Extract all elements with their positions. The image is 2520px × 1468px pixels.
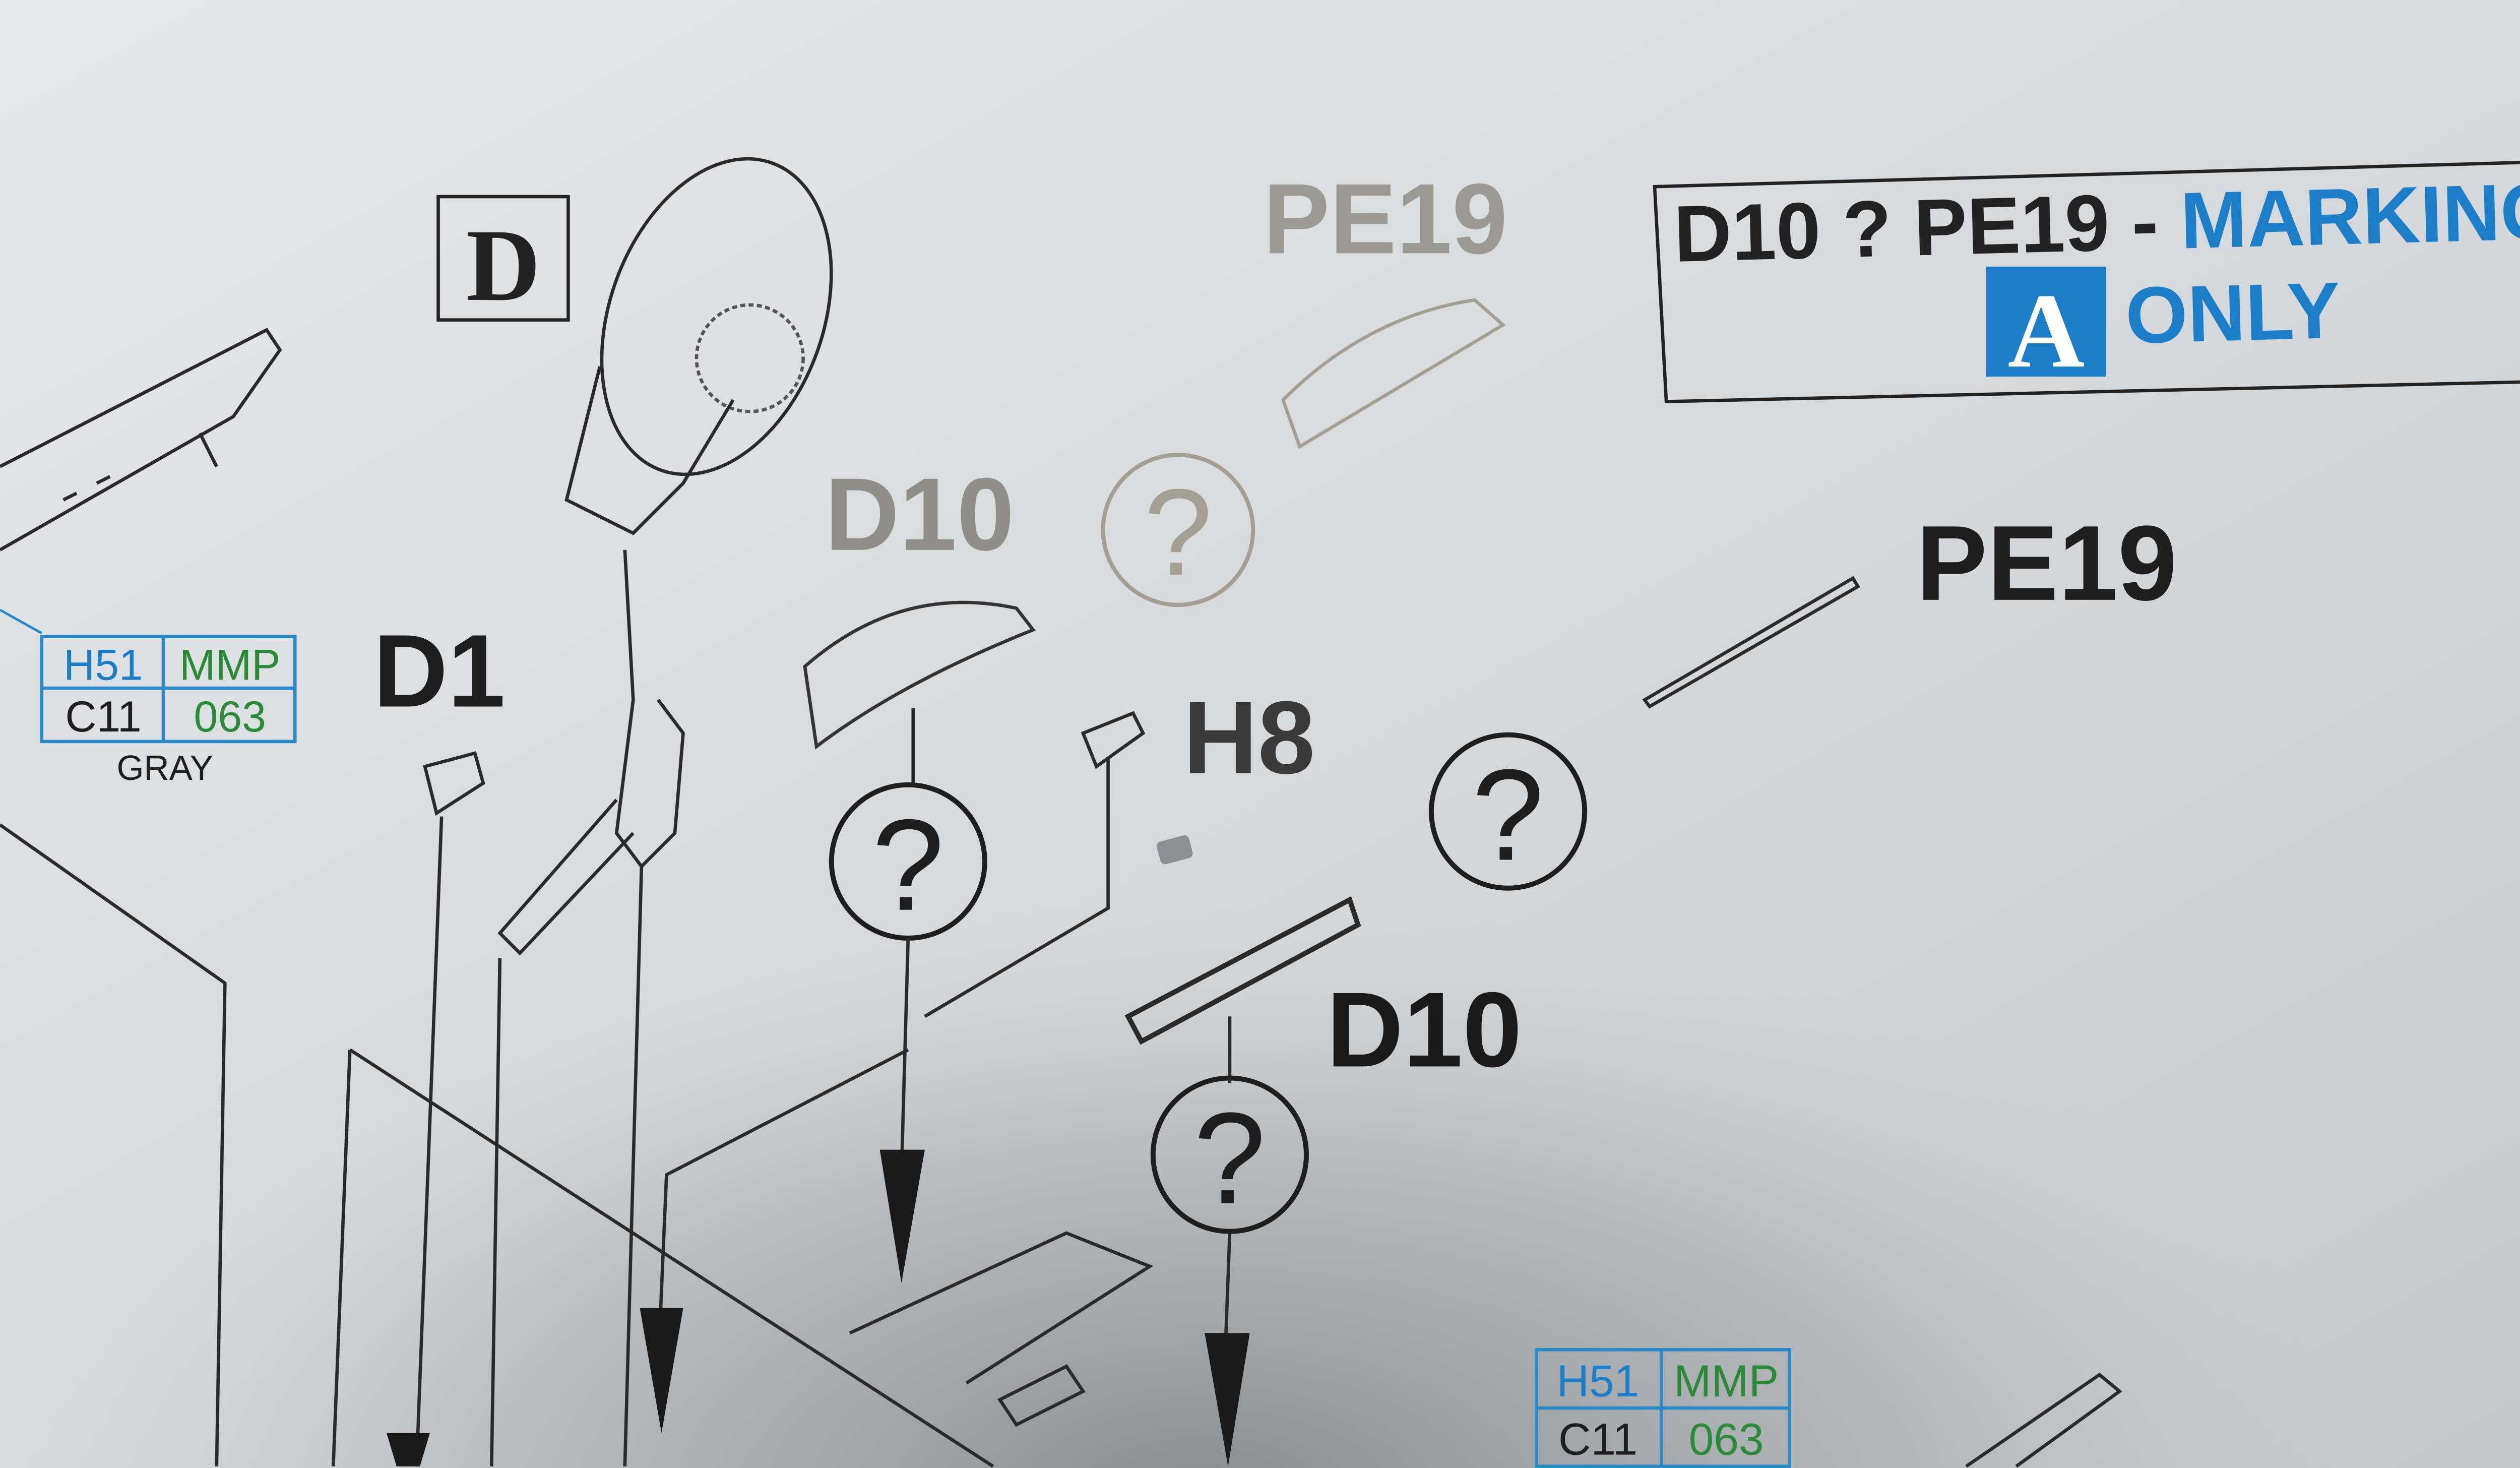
svg-text:C11: C11 — [1558, 1414, 1637, 1464]
question-circle-1: ? — [829, 782, 987, 941]
svg-text:C11: C11 — [65, 693, 141, 741]
small-metal-part — [1157, 835, 1193, 865]
svg-text:D10 ? PE19 - MARKING: D10 ? PE19 - MARKING — [1673, 166, 2520, 279]
part-label-h8: H8 — [1183, 680, 1315, 796]
svg-text:?: ? — [1193, 1085, 1266, 1231]
paint-color-box-left: H51 MMP C11 063 GRAY — [40, 635, 297, 787]
svg-text:?: ? — [1472, 743, 1544, 888]
question-circle-2: ? — [1429, 732, 1588, 891]
part-label-d10-silver: D10 — [825, 457, 1015, 572]
marking-badge-letter: A — [2008, 271, 2085, 390]
arrowheads — [387, 1149, 1250, 1466]
note-suffix: ONLY — [2124, 265, 2342, 360]
part-drawings — [0, 157, 2122, 1468]
note-prefix: D10 ? PE19 - — [1673, 176, 2182, 279]
question-circle-3: ? — [1150, 1075, 1309, 1234]
svg-text:?: ? — [1144, 463, 1212, 601]
svg-text:MMP: MMP — [179, 641, 281, 690]
part-label-pe19: PE19 — [1916, 503, 2177, 623]
svg-text:063: 063 — [194, 693, 266, 741]
note-highlight: MARKING — [2179, 166, 2520, 266]
step-label-box: D — [436, 195, 570, 323]
svg-text:GRAY: GRAY — [117, 748, 214, 787]
svg-text:MMP: MMP — [1674, 1356, 1779, 1406]
marking-badge — [1986, 266, 2106, 377]
svg-text:?: ? — [872, 792, 944, 938]
marking-note-box: D10 ? PE19 - MARKING A ONLY — [1653, 161, 2520, 403]
svg-text:H51: H51 — [1557, 1356, 1640, 1406]
part-label-pe19-silver: PE19 — [1263, 163, 1507, 275]
svg-text:H51: H51 — [64, 641, 143, 690]
step-label: D — [466, 208, 540, 323]
part-label-d1: D1 — [373, 613, 506, 728]
svg-text:063: 063 — [1689, 1414, 1764, 1464]
part-label-d10: D10 — [1327, 969, 1522, 1089]
paint-color-box-bottom: H51 MMP C11 063 — [1534, 1348, 1792, 1468]
question-circle-silver: ? — [1101, 453, 1255, 607]
